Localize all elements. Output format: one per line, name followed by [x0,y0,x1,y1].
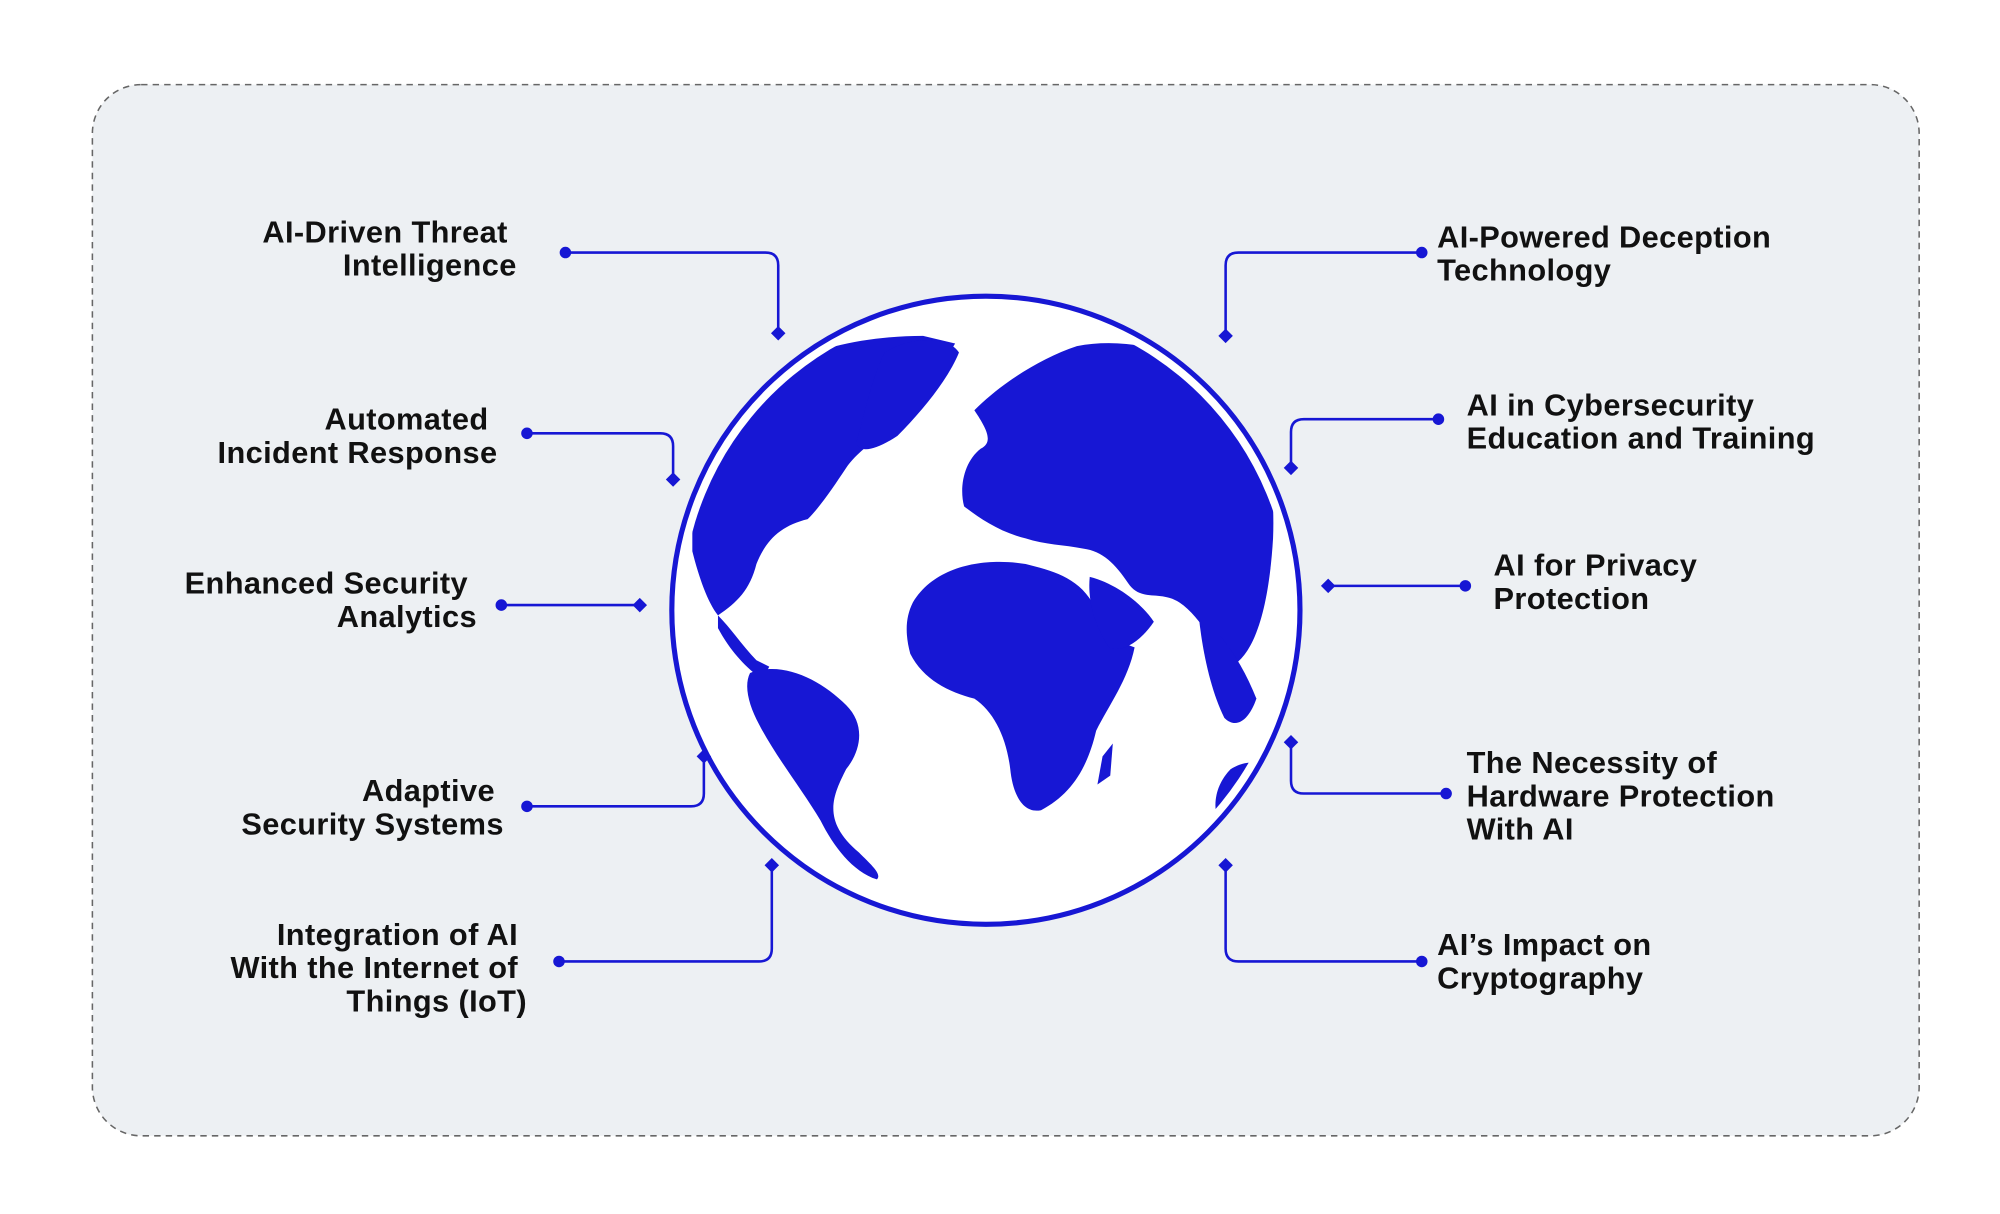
label-line: Integration of AI [277,917,518,952]
label-line: Intelligence [343,248,517,283]
connector-adaptive-security [521,749,712,813]
connector-incident-response [521,427,681,487]
label-adaptive-security: Adaptive Security Systems [241,773,504,841]
continent-eurasia [962,343,1274,667]
connector-deception-tech [1218,246,1428,344]
label-education-training: AI in Cybersecurity Education and Traini… [1467,387,1815,455]
continent-south-america [747,668,879,880]
label-line: AI-Powered Deception [1437,219,1771,254]
label-iot-integration: Integration of AI With the Internet of T… [230,917,527,1019]
connectors [495,246,1472,968]
label-line: Automated [324,401,488,436]
connector-education-training [1283,413,1445,476]
continent-greenland [856,340,959,450]
label-line: Cryptography [1437,960,1643,995]
continent-africa [906,561,1135,811]
label-line: AI in Cybersecurity [1467,387,1755,422]
label-line: Protection [1494,581,1650,616]
connector-iot-integration [553,858,780,968]
label-line: Incident Response [218,435,498,470]
continent-southeast-asia [1198,615,1257,724]
label-line: The Necessity of [1467,745,1718,780]
connector-security-analytics [495,597,648,613]
label-incident-response: Automated Incident Response [218,401,498,469]
label-line: AI’s Impact on [1437,927,1651,962]
globe-icon [669,293,1303,927]
connector-hardware-protection [1283,734,1452,800]
label-line: Technology [1437,253,1611,288]
continent-arabia [1089,576,1154,650]
label-line: Education and Training [1467,421,1815,456]
label-line: With the Internet of [230,950,518,985]
label-line: Analytics [337,599,477,634]
label-line: Adaptive [362,773,495,808]
connector-privacy-protection [1320,578,1472,594]
label-line: Hardware Protection [1467,778,1775,813]
label-line: AI-Driven Threat [262,214,507,249]
label-line: Things (IoT) [346,983,527,1018]
label-line: AI for Privacy [1494,548,1698,583]
label-privacy-protection: AI for Privacy Protection [1494,548,1707,616]
label-cryptography: AI’s Impact on Cryptography [1437,927,1660,995]
label-threat-intel: AI-Driven Threat Intelligence [262,214,516,282]
connector-cryptography [1218,858,1428,968]
label-line: Security Systems [241,807,504,842]
label-line: With AI [1467,812,1574,847]
label-hardware-protection: The Necessity of Hardware Protection Wit… [1467,745,1784,847]
connector-threat-intel [559,246,786,341]
label-deception-tech: AI-Powered Deception Technology [1437,219,1780,287]
continent-central-america [717,615,770,680]
label-security-analytics: Enhanced Security Analytics [185,566,477,634]
continent-madagascar [1097,743,1113,785]
label-line: Enhanced Security [185,566,468,601]
